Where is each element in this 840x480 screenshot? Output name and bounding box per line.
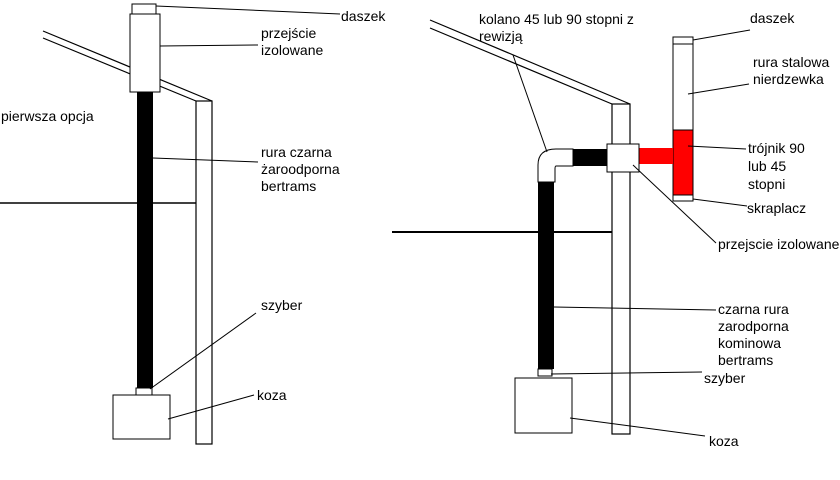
right-red-connector xyxy=(638,148,673,164)
right-elbow-label-1: kolano 45 lub 90 stopni z xyxy=(479,11,634,27)
left-stove xyxy=(112,394,171,440)
right-steel-leader xyxy=(687,83,750,95)
right-steel-label-1: rura stalowa xyxy=(753,54,829,70)
right-steel-label-2: nierdzewka xyxy=(753,71,824,87)
left-pipe-label-1: rura czarna xyxy=(261,144,332,160)
right-passage-leader xyxy=(632,164,717,244)
right-black-vertical-pipe xyxy=(538,182,554,369)
right-cap xyxy=(672,36,694,45)
right-condenser xyxy=(672,194,694,202)
right-stove xyxy=(514,377,573,434)
left-roof-line-upper xyxy=(42,30,213,102)
right-tee-label-3: stopni xyxy=(748,176,785,192)
right-damper xyxy=(537,368,553,377)
right-black-horizontal-pipe xyxy=(573,149,607,166)
right-damper-leader xyxy=(550,371,703,375)
left-pipe-label-2: żaroodporna xyxy=(261,161,340,177)
left-stove-leader xyxy=(167,394,255,420)
left-pipe-label-3: bertrams xyxy=(261,178,316,194)
left-roof-line-lower xyxy=(42,37,197,102)
right-pipe-label-2: zarodporna xyxy=(718,318,789,334)
left-damper-label: szyber xyxy=(261,297,303,313)
left-cap-label: daszek xyxy=(341,8,386,24)
right-tee xyxy=(672,129,694,196)
left-pipe-leader xyxy=(152,157,259,163)
right-elbow xyxy=(537,148,574,183)
left-passage-label-1: przejście xyxy=(261,25,316,41)
right-tee-leader xyxy=(687,145,747,150)
left-wall xyxy=(195,100,213,445)
left-option-diagram: pierwsza opcja daszek przejście izolowan… xyxy=(0,3,386,445)
right-insulated-passage xyxy=(606,143,640,173)
right-roof-line-lower xyxy=(429,27,613,105)
right-condenser-label: skraplacz xyxy=(747,200,806,216)
right-tee-label-2: lub 45 xyxy=(748,158,786,174)
right-condenser-leader xyxy=(692,198,748,207)
right-cap-leader xyxy=(692,29,751,41)
right-pipe-label-1: czarna rura xyxy=(718,301,789,317)
right-steel-pipe xyxy=(672,43,694,131)
right-stove-leader xyxy=(569,417,706,437)
right-roof-line-upper xyxy=(429,19,631,105)
right-pipe-leader xyxy=(553,306,717,311)
right-elbow-label-2: rewizją xyxy=(479,28,523,44)
right-cap-label: daszek xyxy=(750,10,795,26)
left-damper-leader xyxy=(149,312,257,390)
right-elbow-leader xyxy=(512,54,548,153)
left-damper xyxy=(135,387,153,396)
left-passage-label-2: izolowane xyxy=(261,42,323,58)
right-damper-label: szyber xyxy=(704,370,746,386)
left-insulated-passage xyxy=(129,13,161,93)
left-cap-leader xyxy=(155,5,341,15)
right-pipe-label-4: bertrams xyxy=(718,352,773,368)
right-stove-label: koza xyxy=(709,433,739,449)
right-passage-label: przejscie izolowane xyxy=(718,236,840,252)
left-stove-label: koza xyxy=(257,387,287,403)
right-wall xyxy=(611,103,631,435)
left-title-label: pierwsza opcja xyxy=(1,108,94,124)
right-tee-label-1: trójnik 90 xyxy=(748,140,805,156)
left-passage-leader xyxy=(159,44,259,47)
right-option-diagram: kolano 45 lub 90 stopni z rewizją daszek… xyxy=(392,10,840,449)
right-pipe-label-3: kominowa xyxy=(718,335,781,351)
left-cap xyxy=(131,3,157,15)
left-black-pipe xyxy=(137,92,153,388)
